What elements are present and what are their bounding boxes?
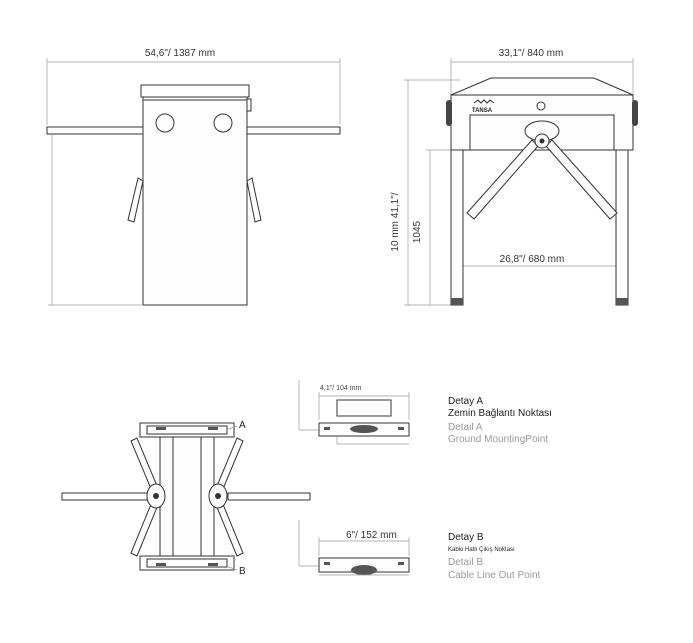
top-rail-upper: [139, 422, 235, 438]
side-height-dim-label: 10 mm 41,1"/: [390, 192, 401, 251]
side-leg-left: [450, 149, 464, 306]
front-angled-arm-left: [127, 177, 144, 223]
marker-a-leader: [225, 425, 238, 431]
tripod-hub-bolt-icon: [539, 138, 545, 144]
detail-b-subtitle-tr: Kablo Hatlı Çıkış Noktası: [448, 547, 515, 553]
detail-a: 4,1"/ 104 mm Detay A Zemin Bağlantı Nokt…: [298, 380, 552, 445]
detail-a-bolt-left: [324, 427, 330, 430]
side-foot-right: [616, 298, 628, 305]
brand-logo-icon: [473, 99, 495, 104]
side-inner-width-dim-text: 26,8"/ 680 mm: [500, 254, 565, 265]
top-hub-right-bolt-icon: [215, 493, 221, 499]
detail-b-cable-outlet-icon: [351, 565, 377, 575]
side-view: 33,1"/ 840 mm 10 mm 41,1"/ 1045 26,8"/ 6…: [390, 48, 638, 306]
top-cabinet: [159, 436, 215, 557]
top-rail-upper-clip-2: [208, 427, 218, 430]
top-rail-lower-clip-1: [156, 563, 166, 566]
side-pad-left: [446, 100, 452, 126]
detail-a-bolt-right: [398, 427, 404, 430]
detail-b-title-en: Detail B: [448, 557, 483, 568]
front-side-bolt: [246, 98, 252, 112]
top-rail-lower: [139, 555, 235, 571]
front-top-cap: [140, 84, 250, 98]
front-arm-left: [46, 126, 144, 135]
detail-b-dim-text: 6"/ 152 mm: [346, 530, 397, 541]
side-pad-right: [632, 100, 638, 126]
detail-b: 6"/ 152 mm Detay B Kablo Hatlı Çıkış Nok…: [298, 520, 541, 581]
side-foot-left: [451, 298, 463, 305]
side-height-dim-value: 1045: [412, 220, 423, 243]
detail-b-title-tr: Detay B: [448, 532, 484, 543]
brand-name: TANSA: [472, 108, 493, 114]
top-cabinet-center: [172, 436, 202, 557]
marker-b-leader: [225, 565, 238, 571]
top-arm-right: [227, 492, 311, 501]
front-hub-right: [213, 113, 233, 133]
detail-b-subtitle-en: Cable Line Out Point: [448, 570, 541, 581]
detail-a-dim-text: 4,1"/ 104 mm: [320, 385, 362, 392]
side-indicator-icon: [536, 101, 546, 111]
top-rail-lower-inner: [146, 558, 228, 568]
side-roof: [450, 77, 634, 96]
front-hub-left: [155, 113, 175, 133]
detail-a-anchor-icon: [350, 425, 378, 433]
top-rail-lower-clip-2: [208, 563, 218, 566]
detail-a-title-en: Detail A: [448, 422, 483, 433]
side-width-dim-text: 33,1"/ 840 mm: [499, 48, 564, 59]
side-leg-right: [615, 149, 629, 306]
detail-a-top-outline: [336, 399, 392, 417]
front-view: 54,6"/ 1387 mm: [46, 48, 341, 306]
top-rail-upper-clip-1: [156, 427, 166, 430]
detail-a-subtitle-tr: Zemin Bağlantı Noktası: [448, 408, 552, 419]
top-hub-left-bolt-icon: [153, 493, 159, 499]
front-angled-arm-right: [246, 177, 262, 223]
top-view: A B: [61, 420, 311, 577]
marker-a: A: [239, 420, 246, 431]
detail-b-bolt-right: [398, 562, 404, 565]
front-cabinet: [142, 96, 248, 306]
front-width-dim-text: 54,6"/ 1387 mm: [145, 48, 215, 59]
detail-b-bolt-left: [324, 562, 330, 565]
tripod-arm-right: [545, 139, 618, 220]
tripod-arm-left: [466, 139, 539, 220]
detail-a-title-tr: Detay A: [448, 396, 483, 407]
detail-a-subtitle-en: Ground MountingPoint: [448, 434, 548, 445]
top-arm-left: [61, 492, 149, 501]
marker-b: B: [239, 566, 246, 577]
front-arm-right: [246, 126, 341, 135]
side-inner-panel: [469, 114, 615, 151]
